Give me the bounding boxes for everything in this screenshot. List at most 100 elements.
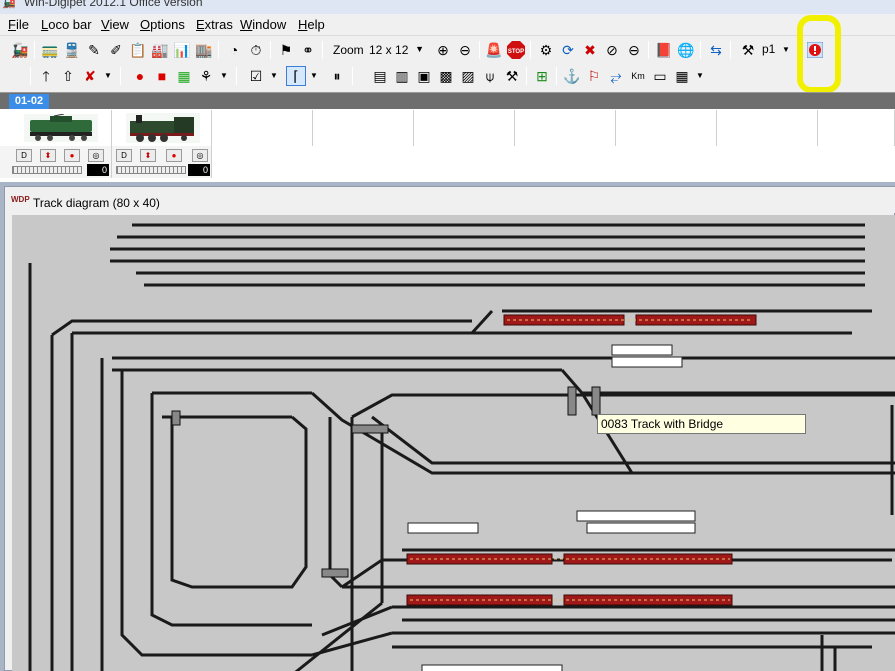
book-icon[interactable]: 📕 — [655, 42, 673, 58]
zoom-select[interactable]: 12 x 12 ▼ — [365, 40, 427, 60]
menu-loco-bar[interactable]: Loco bar — [41, 17, 92, 32]
window-title: Win-Digipet 2012.1 Office version — [24, 0, 203, 9]
worker-icon[interactable]: ⚒ — [505, 68, 519, 84]
speed-slider[interactable] — [12, 166, 82, 174]
bridge-symbol[interactable] — [171, 386, 601, 578]
svg-text:STOP: STOP — [508, 49, 524, 55]
record-icon[interactable]: ● — [135, 68, 145, 84]
arrow-up-icon[interactable]: 🡑 — [42, 68, 50, 84]
menu-view[interactable]: View — [101, 17, 129, 32]
block-icon[interactable]: ⊘ — [606, 42, 618, 58]
menu-window[interactable]: Window — [240, 17, 287, 32]
menu-options[interactable]: Options — [140, 17, 185, 32]
signal-bridge-icon[interactable]: ⚐ — [587, 68, 601, 84]
menu-extras-rest: xtras — [204, 17, 233, 32]
direction-arrows-icon[interactable]: ⬍ — [140, 149, 156, 162]
signal-off-icon[interactable]: ✖ — [584, 42, 596, 58]
train-set-upper[interactable] — [503, 314, 757, 326]
calculator-icon[interactable]: ▩ — [439, 68, 453, 84]
signal-icon[interactable]: ✘ — [84, 68, 96, 84]
turnout-icon[interactable]: ⥂ — [610, 68, 622, 84]
route-search-icon[interactable]: ⚑ — [279, 42, 293, 58]
loco-slot-1[interactable] — [0, 110, 112, 146]
panel-icon[interactable]: ▤ — [373, 68, 387, 84]
refresh-icon[interactable]: ⟳ — [562, 42, 574, 58]
loco-list-icon[interactable]: 🚂 — [11, 42, 29, 58]
checkbox-icon[interactable]: ☑ — [249, 68, 263, 84]
red-block-icon[interactable]: ■ — [157, 68, 167, 84]
monitor-icon[interactable]: ▣ — [417, 68, 431, 84]
stop-dot-icon[interactable]: ● — [166, 149, 182, 162]
binoculars-icon[interactable]: ⚭ — [302, 42, 314, 58]
sheet-icon[interactable]: ▭ — [653, 68, 667, 84]
stop-sign-icon: STOP — [507, 41, 525, 59]
grid-icon[interactable]: ▦ — [675, 68, 689, 84]
loco-slot-8[interactable] — [717, 110, 818, 146]
chevron-down-icon[interactable]: ▼ — [782, 45, 790, 54]
depot-icon[interactable]: 🏬 — [195, 42, 213, 58]
chevron-down-icon[interactable]: ▼ — [104, 71, 112, 80]
loco-slot-6[interactable] — [515, 110, 616, 146]
chart-icon[interactable]: ▨ — [461, 68, 475, 84]
chevron-down-icon[interactable]: ▼ — [310, 71, 318, 80]
no-entry-icon[interactable]: ⊖ — [628, 42, 640, 58]
statistics-icon[interactable]: 📊 — [173, 42, 191, 58]
kmh-icon[interactable]: Km — [631, 70, 645, 81]
loco-slot-4[interactable] — [313, 110, 414, 146]
zoom-in-icon[interactable]: ⊕ — [437, 42, 449, 58]
menu-file[interactable]: File — [8, 17, 29, 32]
speed-slider[interactable] — [116, 166, 186, 174]
highlight-annotation — [797, 15, 841, 93]
decoder-edit-icon[interactable]: ✐ — [110, 42, 122, 58]
chevron-down-icon[interactable]: ▼ — [270, 71, 278, 80]
track-canvas[interactable] — [12, 215, 895, 671]
menu-help[interactable]: Help — [298, 17, 325, 32]
loco-slot-9[interactable] — [818, 110, 895, 146]
tools-icon[interactable]: ⚒ — [741, 42, 755, 58]
alert-icon[interactable] — [805, 40, 825, 60]
tab-loco-group[interactable]: 01-02 — [9, 94, 49, 109]
color-grid-icon[interactable]: ▥ — [395, 68, 409, 84]
profile-label[interactable]: p1 — [762, 42, 776, 56]
timetable-icon[interactable]: ⏱ — [250, 42, 262, 58]
globe-icon[interactable]: 🌐 — [677, 42, 695, 58]
menu-options-rest: ptions — [150, 17, 185, 32]
loco-slot-5[interactable] — [414, 110, 515, 146]
loco-control-icon[interactable]: ⚘ — [199, 68, 213, 84]
direction-button[interactable]: D — [116, 149, 132, 162]
pause-icon[interactable]: ⏸ — [333, 68, 341, 84]
track-mode-icon[interactable]: ⌈ — [286, 66, 306, 86]
protocol-icon[interactable]: 📋 — [129, 42, 147, 58]
arrow-up-box-icon[interactable]: ⇧ — [62, 68, 74, 84]
menu-extras[interactable]: Extras — [196, 17, 233, 32]
emergency-stop-icon[interactable]: 🚨 — [485, 42, 503, 58]
train-set-middle[interactable] — [406, 553, 733, 565]
loco-slot-2[interactable] — [112, 110, 212, 146]
switch-user-icon[interactable]: ⇆ — [710, 42, 722, 58]
stop-dot-icon[interactable]: ● — [64, 149, 80, 162]
crane-icon[interactable]: ⚓ — [563, 68, 581, 84]
loco-database-icon[interactable]: 🚃 — [41, 42, 59, 58]
clock-icon[interactable]: ◔ — [229, 42, 239, 58]
track-window-titlebar: WDP Track diagram (80 x 40) — [5, 187, 895, 213]
station-icon[interactable]: 🏭 — [151, 42, 169, 58]
green-block-icon[interactable]: ▦ — [177, 68, 191, 84]
loco-slot-7[interactable] — [616, 110, 717, 146]
function-icon[interactable]: ◎ — [192, 149, 208, 162]
function-icon[interactable]: ◎ — [88, 149, 104, 162]
route-icon[interactable]: ⚙ — [539, 42, 553, 58]
antenna-icon[interactable]: ⍦ — [485, 68, 495, 84]
train-icon[interactable]: 🚆 — [63, 42, 81, 58]
chevron-down-icon[interactable]: ▼ — [696, 71, 704, 80]
zoom-out-icon[interactable]: ⊖ — [459, 42, 471, 58]
zoom-label: Zoom — [333, 43, 364, 57]
loco-slot-3[interactable] — [212, 110, 313, 146]
train-set-lower[interactable] — [406, 594, 733, 606]
edit-icon[interactable]: ✎ — [88, 42, 100, 58]
direction-button[interactable]: D — [16, 149, 32, 162]
chevron-down-icon[interactable]: ▼ — [220, 71, 228, 80]
stop-button[interactable]: STOP — [506, 40, 526, 60]
direction-arrows-icon[interactable]: ⬍ — [40, 149, 56, 162]
toolbar-separator — [648, 41, 649, 59]
contact-icon[interactable]: ⊞ — [536, 68, 548, 84]
